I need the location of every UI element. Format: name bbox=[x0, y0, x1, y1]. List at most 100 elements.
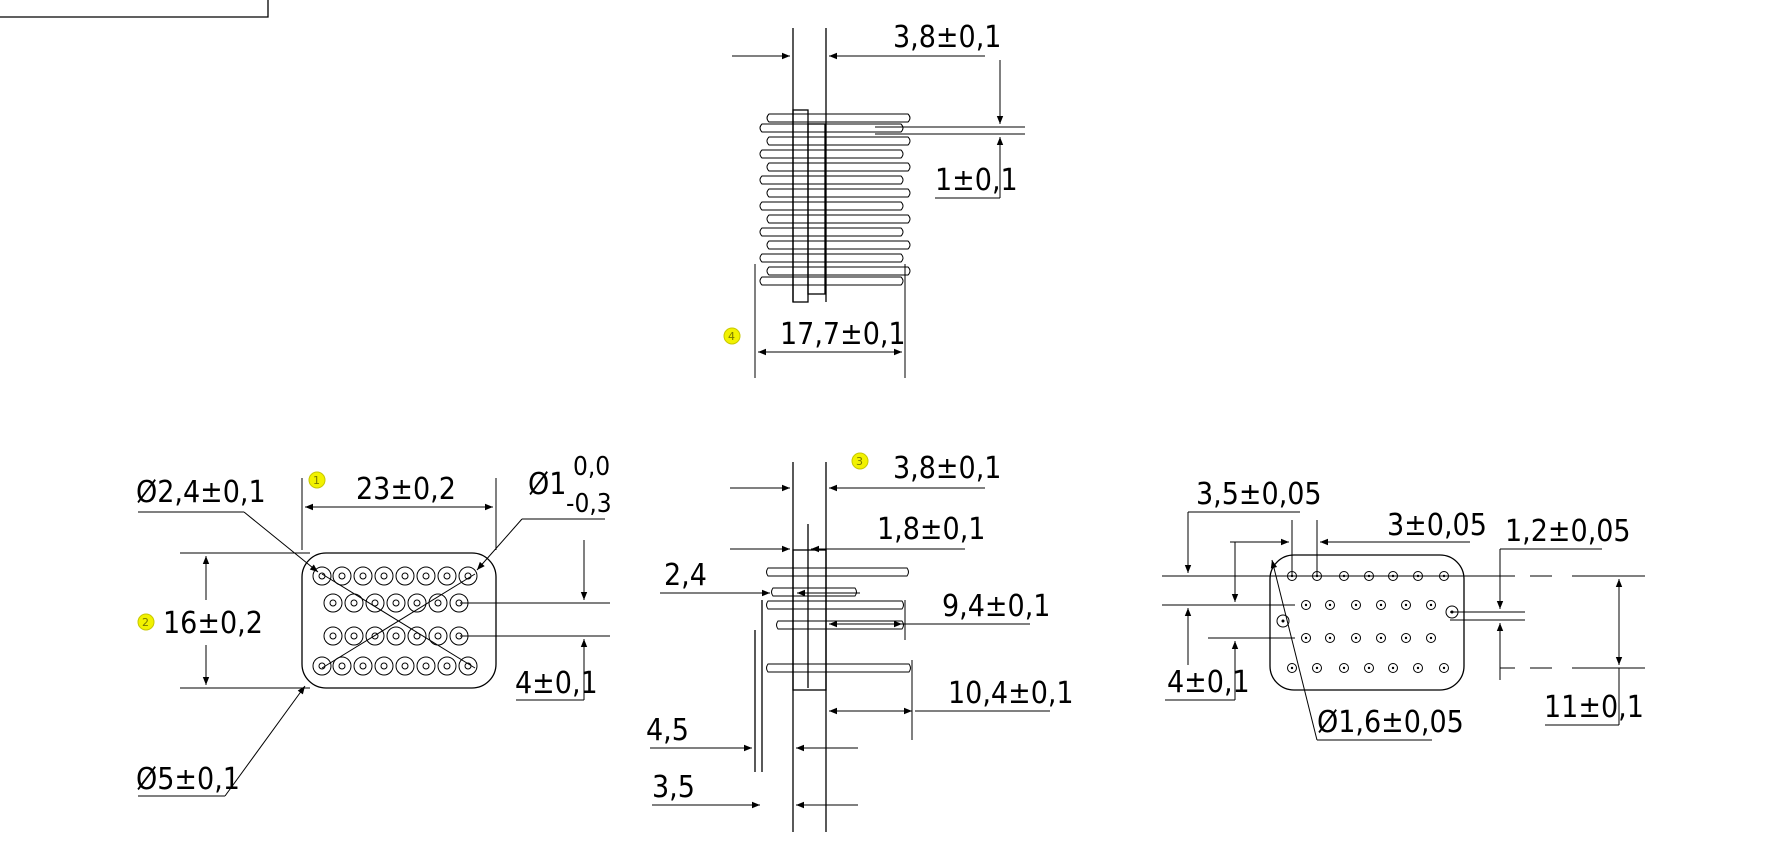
pin-hole bbox=[1426, 633, 1436, 643]
pin-outline bbox=[428, 593, 448, 613]
pin-hole bbox=[401, 572, 409, 580]
pin-center bbox=[1354, 636, 1358, 640]
pin-center bbox=[1304, 636, 1308, 640]
pin-hole bbox=[1312, 663, 1322, 673]
pin-center bbox=[1290, 666, 1294, 670]
pin-hole bbox=[1426, 600, 1436, 610]
pin-hole bbox=[329, 632, 337, 640]
pin-outline bbox=[365, 593, 385, 613]
pin-bar bbox=[766, 266, 911, 276]
pin-center bbox=[1391, 666, 1395, 670]
hole-diameter-dim: Ø2,4±0,1 bbox=[136, 475, 266, 510]
pin-bar bbox=[766, 188, 911, 198]
pin-bar bbox=[766, 240, 911, 250]
top-pin-pitch-dim: 1±0,1 bbox=[935, 163, 1018, 198]
marker-3: 3 bbox=[851, 452, 869, 470]
pin-hole bbox=[350, 632, 358, 640]
pin-tolerance-upper: 0,0 bbox=[573, 452, 610, 482]
pin-hole bbox=[1287, 663, 1297, 673]
pin-hole bbox=[1325, 633, 1335, 643]
right-1-2-dim: 1,2±0,05 bbox=[1505, 514, 1631, 549]
front-view bbox=[138, 478, 610, 797]
side-4-5-dim: 4,5 bbox=[646, 713, 689, 748]
pin-hole bbox=[350, 599, 358, 607]
pin-center bbox=[1429, 603, 1433, 607]
pin-diameter-dim: Ø1 bbox=[528, 467, 566, 502]
side-pin bbox=[776, 620, 904, 630]
pin-outline bbox=[386, 626, 406, 646]
marker-4: 4 bbox=[723, 327, 741, 345]
pin-outline bbox=[374, 656, 394, 676]
svg-text:1: 1 bbox=[313, 474, 320, 487]
pin-center bbox=[1315, 666, 1319, 670]
pin-bar bbox=[759, 201, 904, 211]
pin-hole bbox=[434, 599, 442, 607]
pin-outline bbox=[407, 593, 427, 613]
pin-hole bbox=[413, 632, 421, 640]
pin-outline bbox=[395, 656, 415, 676]
side-3-5-dim: 3,5 bbox=[652, 770, 695, 805]
pin-outline bbox=[332, 656, 352, 676]
pin-hole bbox=[329, 599, 337, 607]
pin-center bbox=[1429, 636, 1433, 640]
side-9-4-dim: 9,4±0,1 bbox=[942, 589, 1050, 624]
pin-hole bbox=[1301, 633, 1311, 643]
pin-outline bbox=[458, 656, 478, 676]
pin-hole bbox=[422, 572, 430, 580]
pin-hole bbox=[1413, 663, 1423, 673]
mount-diameter-dim: Ø5±0,1 bbox=[136, 762, 240, 797]
pin-hole bbox=[338, 572, 346, 580]
pin-hole bbox=[380, 572, 388, 580]
pin-center bbox=[1304, 603, 1308, 607]
svg-text:4: 4 bbox=[728, 330, 735, 343]
pin-center bbox=[1442, 666, 1446, 670]
pin-hole bbox=[371, 632, 379, 640]
pin-hole bbox=[318, 662, 326, 670]
pin-outline bbox=[407, 626, 427, 646]
side-pin bbox=[771, 587, 857, 597]
pin-hole bbox=[1301, 600, 1311, 610]
pin-tolerance-lower: -0,3 bbox=[566, 489, 612, 519]
side-10-4-dim: 10,4±0,1 bbox=[948, 676, 1074, 711]
svg-text:2: 2 bbox=[142, 616, 149, 629]
side-pins bbox=[766, 567, 911, 673]
pin-outline bbox=[365, 626, 385, 646]
pin-center bbox=[1404, 603, 1408, 607]
side-2-4-dim: 2,4 bbox=[664, 558, 707, 593]
right-3-dim: 3±0,05 bbox=[1387, 508, 1487, 543]
pin-outline bbox=[386, 593, 406, 613]
pin-hole bbox=[1388, 663, 1398, 673]
pin-outline bbox=[353, 566, 373, 586]
pin-hole bbox=[422, 662, 430, 670]
pin-hole bbox=[1401, 633, 1411, 643]
side-pin bbox=[766, 663, 911, 673]
pin-outline bbox=[332, 566, 352, 586]
pin-outline bbox=[458, 566, 478, 586]
pin-hole bbox=[1339, 663, 1349, 673]
pin-hole bbox=[413, 599, 421, 607]
pin-center bbox=[1367, 666, 1371, 670]
pin-bar bbox=[766, 214, 911, 224]
top-view bbox=[732, 28, 1025, 378]
pin-hole bbox=[380, 662, 388, 670]
pin-hole bbox=[392, 632, 400, 640]
pin-outline bbox=[323, 593, 343, 613]
pin-center bbox=[1342, 666, 1346, 670]
pin-bar bbox=[759, 227, 904, 237]
pin-hole bbox=[443, 572, 451, 580]
pin-center bbox=[1416, 666, 1420, 670]
mount-hole bbox=[1276, 614, 1290, 628]
pin-hole bbox=[434, 632, 442, 640]
width-dim: 23±0,2 bbox=[356, 472, 456, 507]
pin-hole bbox=[1364, 663, 1374, 673]
pin-hole bbox=[1376, 600, 1386, 610]
pin-hole bbox=[359, 662, 367, 670]
height-dim: 16±0,2 bbox=[163, 606, 263, 641]
pin-outline bbox=[416, 566, 436, 586]
side-pin bbox=[766, 600, 904, 610]
pin-bar bbox=[766, 113, 911, 123]
pin-outline bbox=[428, 626, 448, 646]
pin-center bbox=[1354, 603, 1358, 607]
pin-hole bbox=[443, 662, 451, 670]
